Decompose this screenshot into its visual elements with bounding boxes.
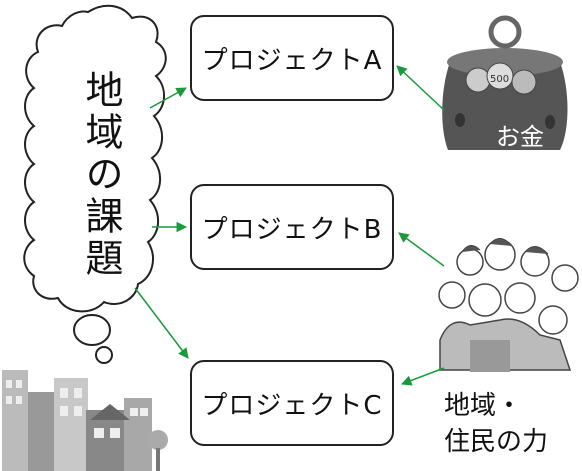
project-a-label: プロジェクトA <box>201 45 383 76</box>
arrow-cloud-to-c <box>134 287 189 359</box>
project-b-label: プロジェクトB <box>201 214 383 245</box>
project-c-label: プロジェクトC <box>201 390 383 421</box>
city-buildings-illustration <box>2 370 168 471</box>
connector-arrows <box>134 65 445 386</box>
community-label-line2: 住民の力 <box>444 427 549 457</box>
arrow-community-to-c <box>401 367 445 386</box>
coin-text: 500 <box>490 74 509 85</box>
thought-bubble-small <box>95 346 113 364</box>
arrow-money-to-a <box>396 65 445 111</box>
money-label: お金 <box>496 123 544 151</box>
project-b-box: プロジェクトB <box>190 184 394 270</box>
thought-cloud <box>23 4 167 313</box>
project-a-box: プロジェクトA <box>190 15 394 101</box>
project-c-box: プロジェクトC <box>190 360 394 446</box>
community-label-line1: 地域・ <box>444 391 523 421</box>
arrow-cloud-to-a <box>149 87 187 109</box>
thought-bubble-large <box>73 314 111 346</box>
cloud-label: 地域の課題 <box>79 70 123 280</box>
community-label: 地域・ 住民の力 <box>444 388 548 460</box>
community-people-illustration <box>438 238 579 372</box>
wallet-illustration: 500 <box>442 15 568 150</box>
arrow-community-to-b <box>398 232 445 267</box>
